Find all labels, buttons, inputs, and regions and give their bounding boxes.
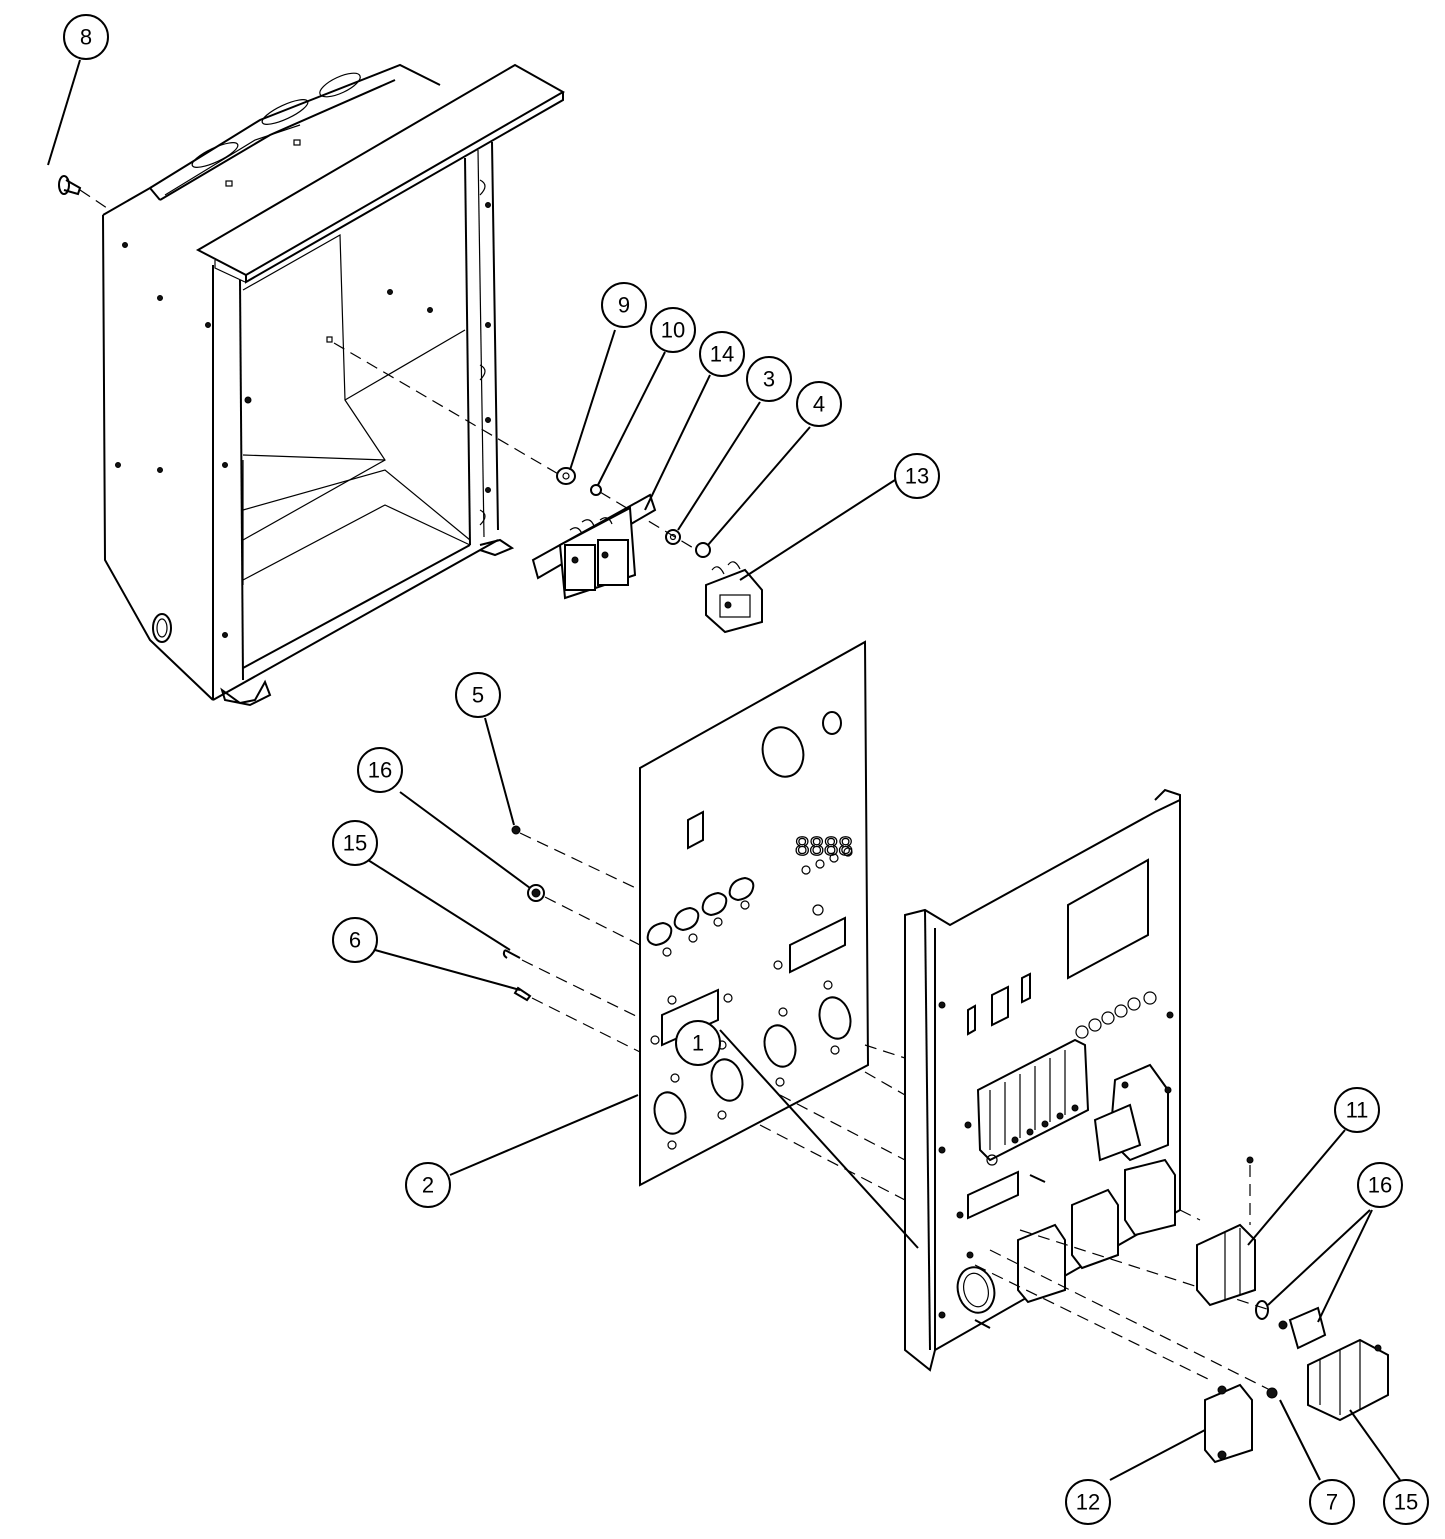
- circuit-breaker-part-12: [1204, 1383, 1253, 1464]
- svg-text:13: 13: [905, 464, 929, 489]
- leader-lines: [47, 59, 1401, 1481]
- back-panel-part-2: 8888: [639, 640, 870, 1187]
- circuit-breaker-part-11: [1196, 1156, 1256, 1307]
- grommet-part-16: [527, 884, 545, 902]
- svg-text:16: 16: [368, 758, 392, 783]
- callout-7: 7: [1309, 1479, 1355, 1525]
- callout-3: 3: [746, 356, 792, 402]
- screw-part-6: [513, 986, 532, 1002]
- washer-part-3: [665, 529, 681, 545]
- svg-text:7: 7: [1326, 1490, 1338, 1515]
- callout-9: 9: [601, 282, 647, 328]
- nut-part-10: [590, 484, 602, 496]
- callout-13: 13: [894, 453, 940, 499]
- svg-text:5: 5: [472, 683, 484, 708]
- svg-text:15: 15: [1394, 1490, 1418, 1515]
- callout-5: 5: [455, 672, 501, 718]
- callout-16-right: 16: [1357, 1162, 1403, 1208]
- terminal-block-part-13: [705, 561, 763, 634]
- callout-2: 2: [405, 1162, 451, 1208]
- svg-text:8888: 8888: [795, 831, 853, 861]
- screw-part-8: [58, 175, 82, 196]
- callout-16-left: 16: [357, 747, 403, 793]
- relay-part-15: [1307, 1338, 1389, 1422]
- svg-text:9: 9: [618, 293, 630, 318]
- din-rail-terminal-blocks-part-14: [531, 493, 657, 600]
- svg-text:8: 8: [80, 25, 92, 50]
- svg-text:2: 2: [422, 1173, 434, 1198]
- svg-text:3: 3: [763, 367, 775, 392]
- callout-4: 4: [796, 381, 842, 427]
- callout-6: 6: [332, 917, 378, 963]
- svg-text:11: 11: [1346, 1098, 1369, 1123]
- callout-15-right: 15: [1383, 1479, 1429, 1525]
- svg-text:4: 4: [813, 392, 825, 417]
- svg-text:12: 12: [1076, 1490, 1100, 1515]
- svg-text:6: 6: [349, 928, 361, 953]
- callout-15-left: 15: [332, 820, 378, 866]
- nut-part-4: [695, 542, 711, 558]
- digit-display-cutouts: 8888: [794, 830, 853, 861]
- svg-text:15: 15: [343, 831, 367, 856]
- svg-text:1: 1: [692, 1031, 704, 1056]
- grommet-part-16-right: [1255, 1300, 1327, 1350]
- enclosure-box: [102, 63, 566, 707]
- callout-14: 14: [699, 331, 745, 377]
- nut-part-7: [1266, 1387, 1278, 1399]
- screw-part-5: [511, 825, 521, 835]
- callout-11: 11: [1334, 1087, 1380, 1133]
- callout-8: 8: [63, 14, 109, 60]
- callout-12: 12: [1065, 1479, 1111, 1525]
- screw-part-15: [502, 949, 521, 959]
- svg-text:16: 16: [1368, 1173, 1392, 1198]
- svg-text:10: 10: [661, 318, 685, 343]
- callout-10: 10: [650, 307, 696, 353]
- front-panel-part-1: [904, 788, 1181, 1372]
- callout-1: 1: [675, 1020, 721, 1066]
- washer-part-9: [556, 467, 576, 485]
- svg-text:14: 14: [710, 342, 734, 367]
